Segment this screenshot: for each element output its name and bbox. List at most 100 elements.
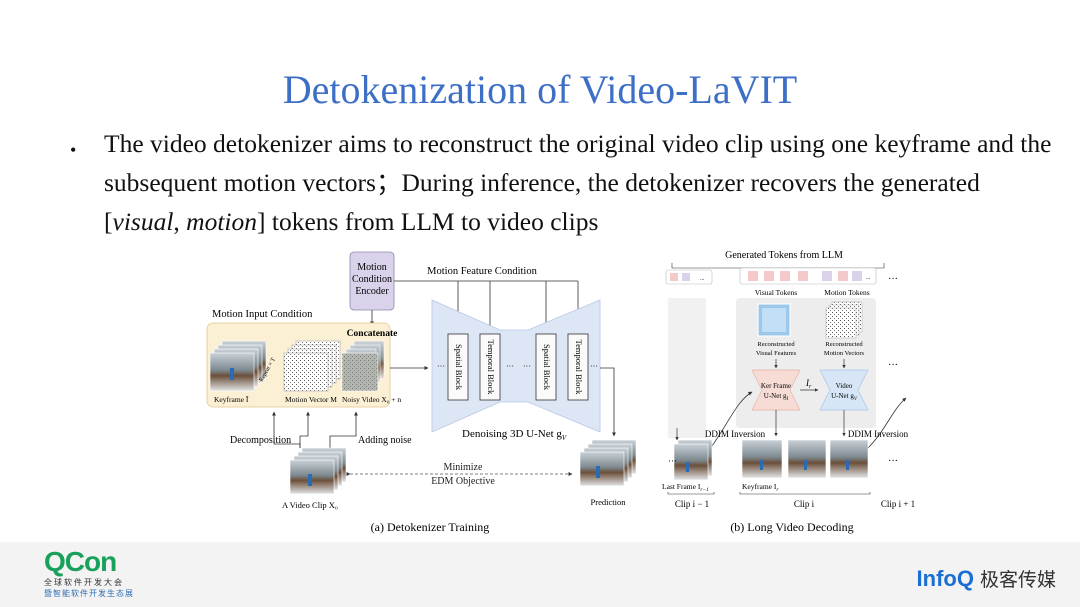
bracket-cur xyxy=(739,492,871,495)
keyframe-unet-line2: U-Net gI xyxy=(764,392,789,402)
clip-cur-label: Clip i xyxy=(794,499,815,509)
unet-ellipsis-4: ··· xyxy=(590,362,598,371)
encoder-line2: Condition xyxy=(352,274,392,285)
prediction-label: Prediction xyxy=(591,497,627,507)
qcon-logo: QCon 全球软件开发大会 暨智能软件开发生态展 xyxy=(44,547,134,599)
reconstructed-motion-line1: Reconstructed xyxy=(825,341,863,348)
bullet-text: The video detokenizer aims to reconstruc… xyxy=(104,124,1054,241)
video-unet-line1: Video xyxy=(836,382,853,390)
video-unet-line2: U-Net gV xyxy=(831,392,858,402)
token-prev-1 xyxy=(670,273,678,281)
keyframe-ir-frame xyxy=(741,439,783,479)
token-current-dots: ... xyxy=(866,275,871,281)
edm-objective-label: EDM Objective xyxy=(431,476,495,487)
motion-vector-stack xyxy=(283,340,341,392)
video-unet xyxy=(819,369,869,411)
curve-to-next-clip xyxy=(867,397,907,449)
token-prev-2 xyxy=(682,273,690,281)
diagram-b: Generated Tokens from LLM ... ... ··· Vi… xyxy=(662,250,915,534)
diagram-a: Motion Condition Encoder Motion Feature … xyxy=(206,251,637,534)
bullet-motion: motion xyxy=(186,207,258,236)
temporal-block-2-label: Temporal Block xyxy=(574,340,584,396)
tokens-bracket xyxy=(671,263,885,269)
bullet-dot: • xyxy=(70,140,77,160)
temporal-block-1 xyxy=(479,333,501,401)
last-frame-stack xyxy=(673,439,713,481)
ir-label: Ir xyxy=(805,378,812,390)
infoq-cn-text: 极客传媒 xyxy=(979,569,1056,591)
noisy-video-label: Noisy Video X₀ + n xyxy=(342,395,401,404)
keyframe-label: Keyframe Ī xyxy=(214,395,249,404)
temporal-block-1-label: Temporal Block xyxy=(486,340,496,396)
frames-ellipsis: ··· xyxy=(888,456,898,467)
motion-feature-condition-label: Motion Feature Condition xyxy=(427,266,537,277)
reconstructed-motion-line2: Motion Vectors xyxy=(824,350,865,357)
unet-ellipsis-3: ··· xyxy=(523,362,531,371)
arrow-to-prediction xyxy=(600,367,616,437)
footer-bar xyxy=(0,542,1080,607)
video-clip-label: A Video Clip X₀ xyxy=(282,500,338,510)
keyframe-unet-line1: Ker Frame xyxy=(761,382,791,390)
clip-i-frame-2 xyxy=(829,439,869,479)
panel-ellipsis: ··· xyxy=(888,360,898,371)
clip-prev-label: Clip i − 1 xyxy=(675,499,709,509)
caption-b: (b) Long Video Decoding xyxy=(730,520,853,534)
generated-tokens-label: Generated Tokens from LLM xyxy=(725,250,843,261)
keyframe-unet xyxy=(751,369,801,411)
motion-vector-label: Motion Vector M xyxy=(285,395,337,404)
clip-next-label: Clip i + 1 xyxy=(881,499,915,509)
visual-token-4 xyxy=(798,271,808,281)
qcon-logo-text: QCon xyxy=(44,546,117,577)
tokens-ellipsis: ··· xyxy=(888,274,898,285)
last-frame-label: Last Frame Ir−1 xyxy=(662,482,709,493)
visual-token-3 xyxy=(780,271,790,281)
concatenate-label: Concatenate xyxy=(347,329,398,339)
video-clip-stack xyxy=(289,447,347,495)
visual-feature-inner xyxy=(762,308,786,332)
arrow-noise xyxy=(329,411,358,448)
motion-token-2 xyxy=(838,271,848,281)
minimize-label: Minimize xyxy=(444,462,483,473)
keyframe-stack xyxy=(209,340,267,392)
qcon-subtitle-1: 全球软件开发大会 xyxy=(44,578,124,587)
prev-clip-panel xyxy=(668,298,706,438)
encoder-line1: Motion xyxy=(357,262,386,273)
bracket-prev xyxy=(667,492,715,495)
adding-noise-label: Adding noise xyxy=(358,435,412,446)
caption-a: (a) Detokenizer Training xyxy=(371,520,490,534)
token-prev-dots: ... xyxy=(700,276,705,282)
motion-tokens-label: Motion Tokens xyxy=(824,288,869,297)
infoq-logo-text: InfoQ xyxy=(916,566,974,591)
slide-title: Detokenization of Video-LaVIT xyxy=(282,67,798,112)
reconstructed-motion-vectors-icon xyxy=(825,301,863,339)
bullet-part1: The video detokenizer aims to reconstruc… xyxy=(104,129,1052,236)
temporal-block-2 xyxy=(567,333,589,401)
unet-label: Denoising 3D U-Net gV xyxy=(462,428,567,442)
unet-ellipsis-1: ··· xyxy=(437,362,445,371)
qcon-subtitle-2: 暨智能软件开发生态展 xyxy=(44,589,134,598)
encoder-line3: Encoder xyxy=(355,286,389,297)
bullet-part2: ] tokens from LLM to video clips xyxy=(257,207,599,236)
prediction-stack xyxy=(579,439,637,487)
noisy-video-stack xyxy=(341,340,385,392)
spatial-block-2-label: Spatial Block xyxy=(542,344,552,391)
ddim-inversion-label-2: DDIM Inversion xyxy=(848,429,909,439)
unet-shape xyxy=(431,299,601,433)
spatial-block-1-label: Spatial Block xyxy=(454,344,464,391)
visual-tokens-label: Visual Tokens xyxy=(755,288,798,297)
reconstructed-visual-line1: Reconstructed xyxy=(757,341,795,348)
spatial-block-2 xyxy=(535,333,557,401)
curve-last-frame-to-keyunet xyxy=(711,391,753,447)
keyframe-ir-label: Keyframe Ir xyxy=(742,482,779,493)
motion-input-condition-label: Motion Input Condition xyxy=(212,309,313,320)
visual-token-1 xyxy=(748,271,758,281)
spatial-block-1 xyxy=(447,333,469,401)
reconstructed-visual-line2: Visual Features xyxy=(756,350,797,357)
clip-i-frame-1 xyxy=(787,439,827,479)
motion-token-1 xyxy=(822,271,832,281)
bullet-comma: , xyxy=(173,207,187,236)
motion-token-3 xyxy=(852,271,862,281)
decomposition-label: Decomposition xyxy=(230,435,291,446)
